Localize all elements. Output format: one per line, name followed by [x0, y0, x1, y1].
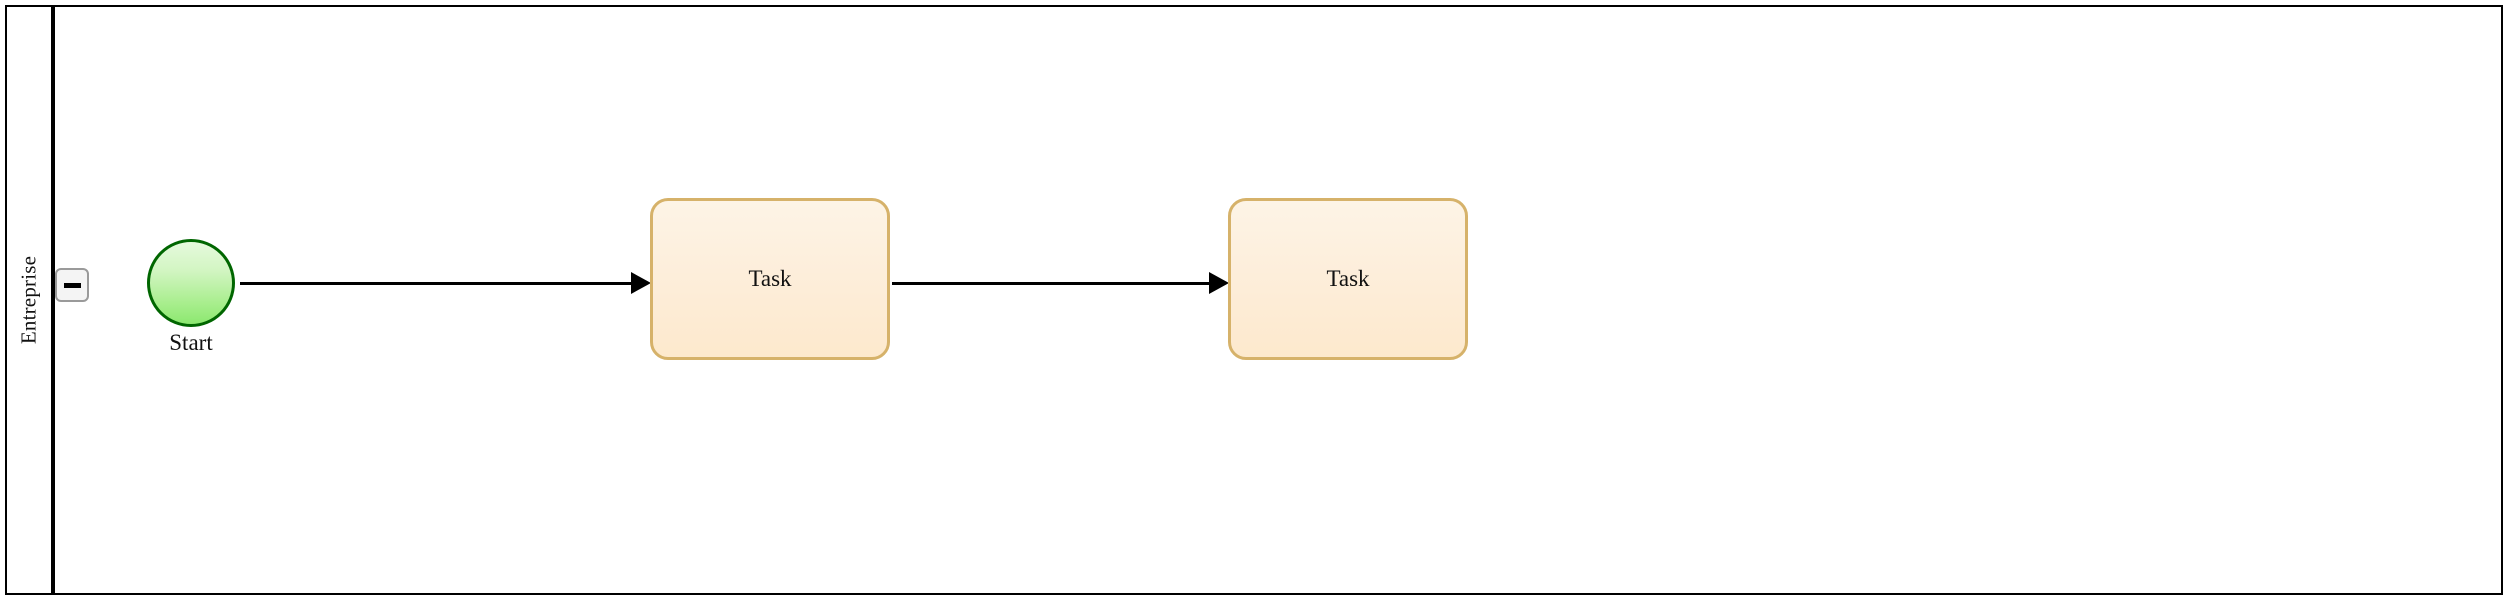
- task-node-2[interactable]: Task: [1228, 198, 1468, 360]
- task-node-1[interactable]: Task: [650, 198, 890, 360]
- sequence-flow-start-to-task1[interactable]: [240, 282, 636, 285]
- task-label: Task: [748, 266, 792, 291]
- minus-icon: [63, 282, 81, 288]
- lane-title: Entreprise: [16, 255, 41, 345]
- task-label: Task: [1326, 266, 1370, 291]
- collapse-pool-button[interactable]: [55, 268, 89, 302]
- sequence-flow-task1-to-task2[interactable]: [892, 282, 1214, 285]
- arrowhead-icon: [631, 272, 651, 294]
- start-event-label: Start: [169, 330, 213, 355]
- start-event-node[interactable]: [147, 239, 235, 327]
- arrowhead-icon: [1209, 272, 1229, 294]
- lane-header[interactable]: Entreprise: [5, 5, 53, 595]
